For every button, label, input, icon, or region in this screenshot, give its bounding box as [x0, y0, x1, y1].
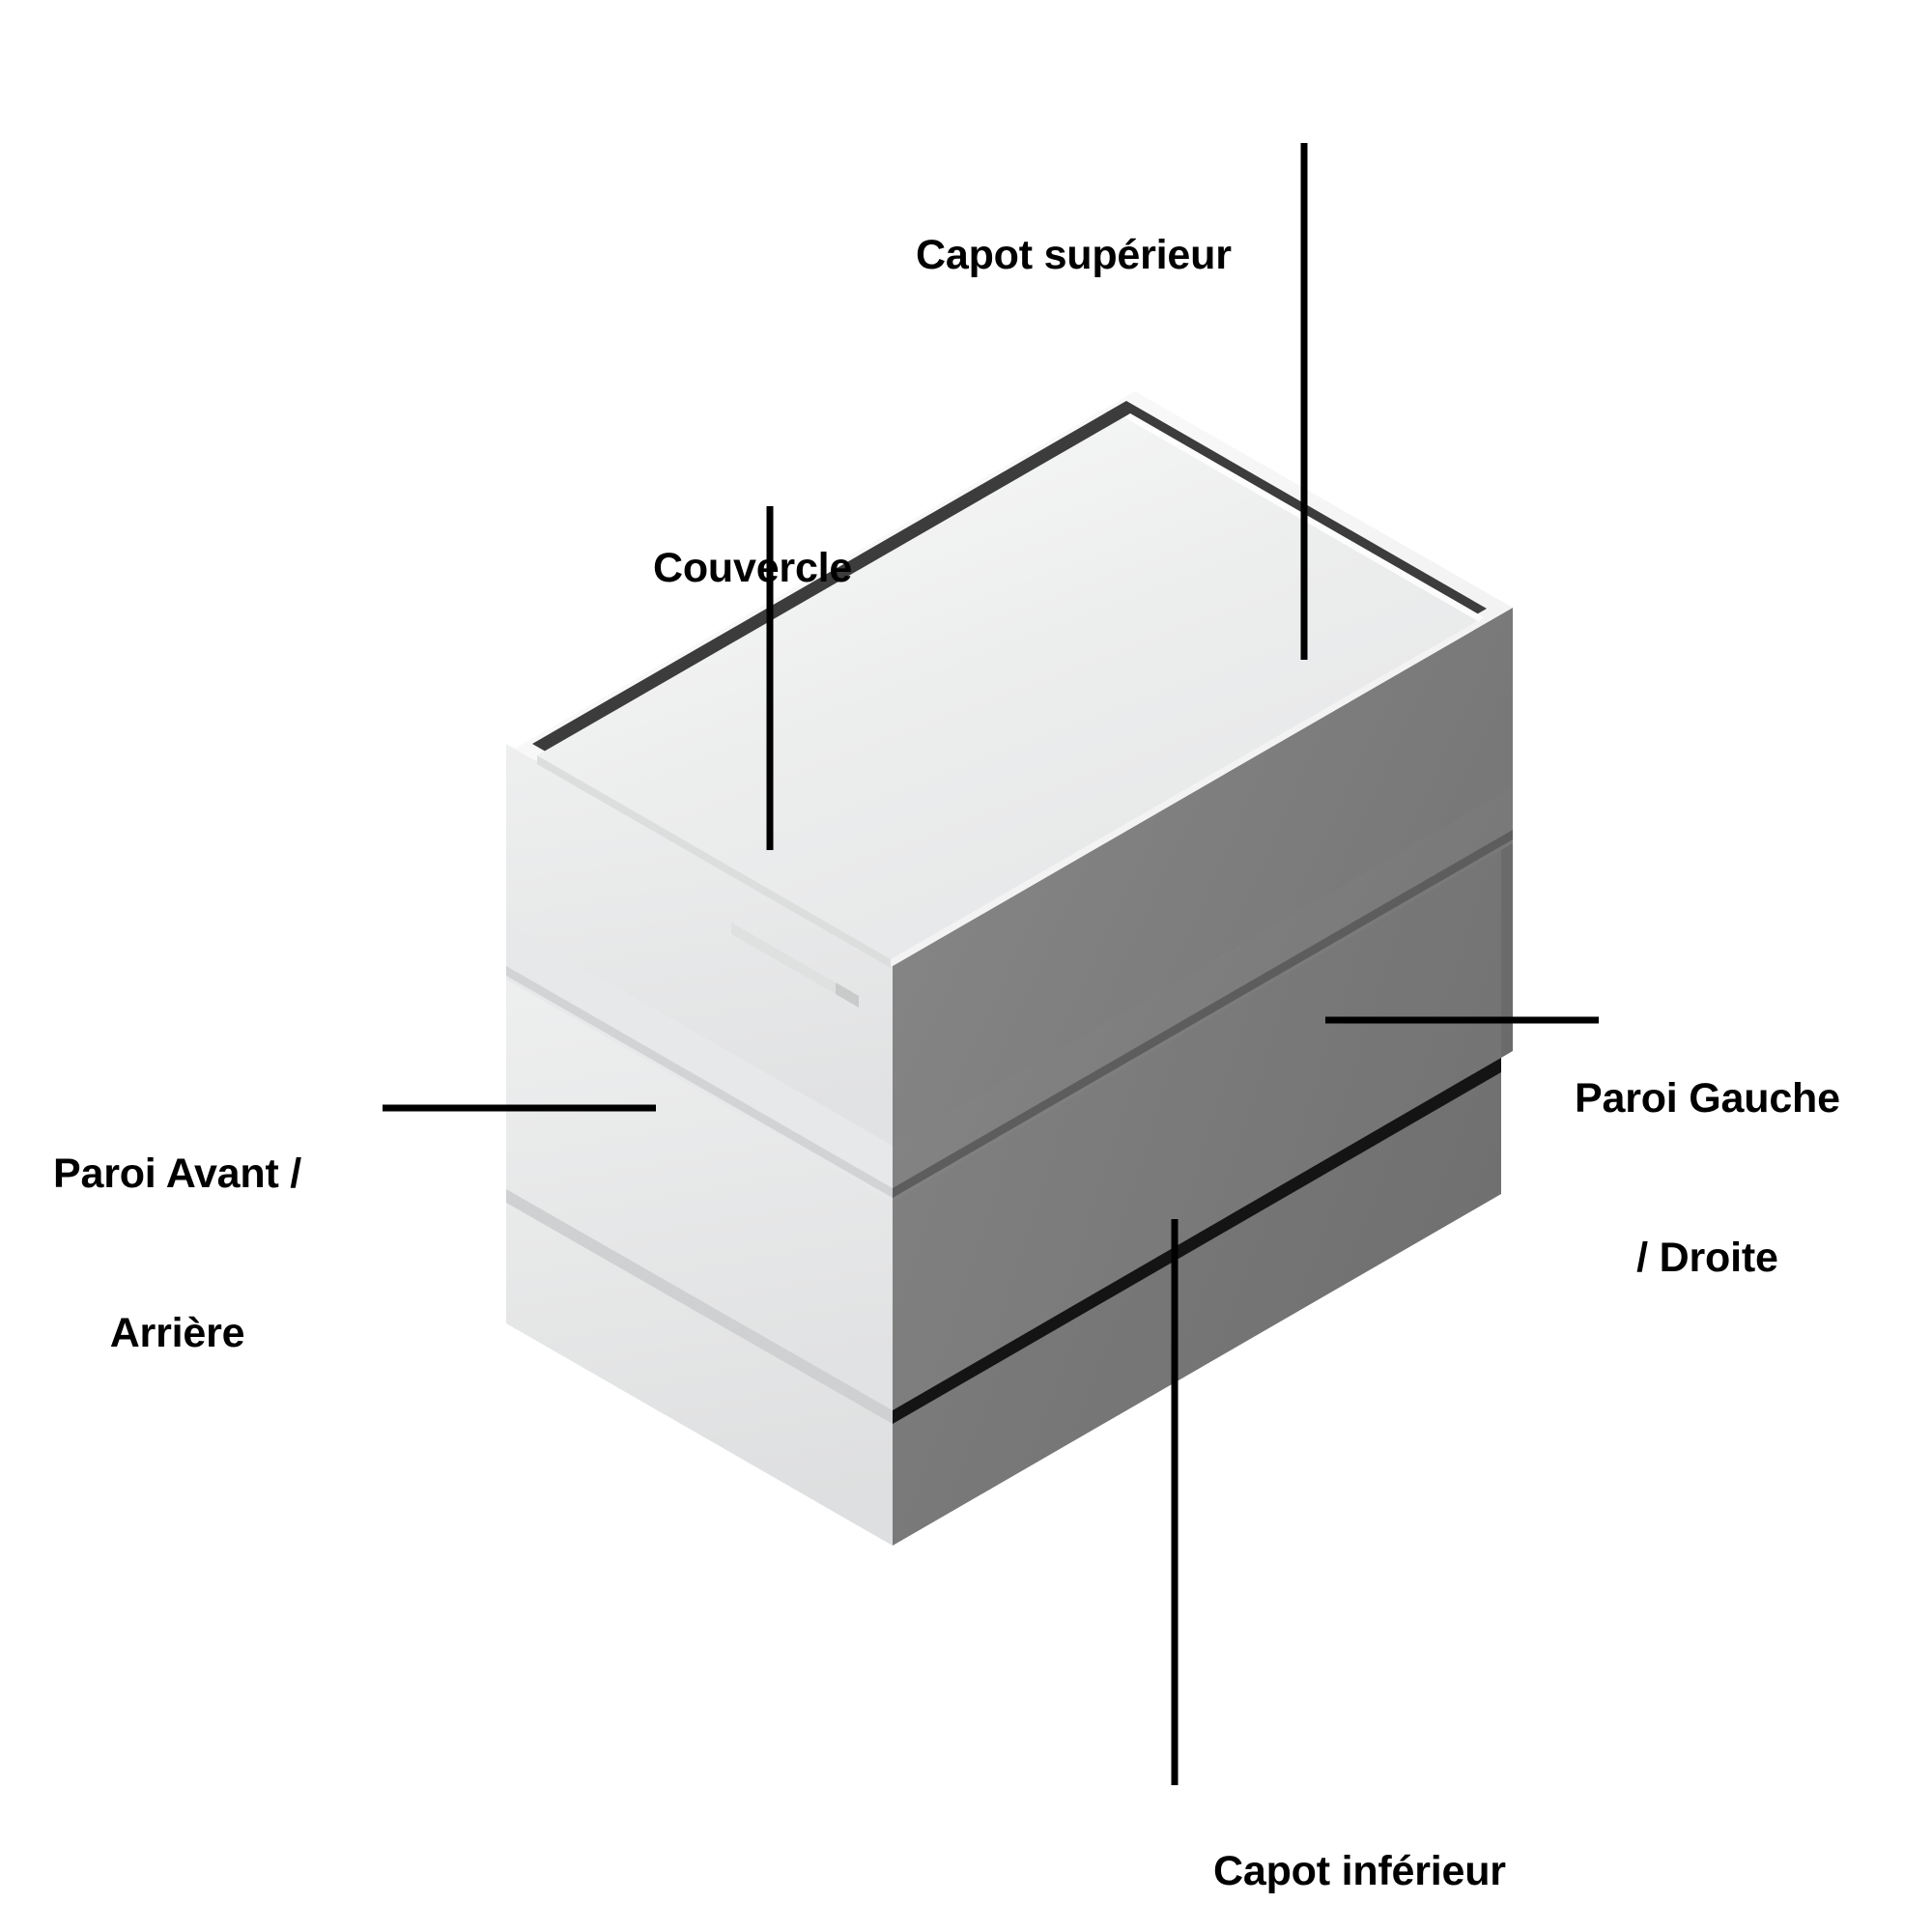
upper-body-group — [506, 781, 1513, 1202]
top-cover-lip-highlight — [506, 386, 1135, 749]
front-wall-left-face — [506, 970, 893, 1410]
bottom-cover-seam-right — [893, 1054, 1501, 1424]
bottom-cover-left-face — [506, 1201, 893, 1546]
callout-label-line: Capot inférieur — [1213, 1848, 1506, 1895]
wall-section-group — [506, 833, 1513, 1410]
upper-body-seam-right — [893, 830, 1513, 1198]
lid-panel — [537, 413, 1484, 959]
top-cover-right-face — [893, 608, 1513, 1146]
top-cover-left-face — [506, 744, 893, 1146]
bottom-cover-right-face — [893, 1070, 1501, 1546]
wall-step-right — [1501, 833, 1513, 1058]
leader-lines — [383, 143, 1599, 1785]
callout-label-line: / Droite — [1636, 1235, 1778, 1282]
upper-body-right-face — [893, 781, 1513, 1202]
callout-label-couvercle: Couvercle — [653, 436, 852, 701]
callout-label-line: Capot supérieur — [916, 232, 1232, 279]
lid-handle-end — [836, 982, 859, 1008]
lid-bevel-left — [537, 755, 891, 968]
callout-label-line: Couvercle — [653, 545, 853, 592]
lid-handle — [731, 923, 859, 1008]
callout-label-line: Paroi Gauche — [1575, 1075, 1840, 1122]
callout-label-line: Arrière — [109, 1310, 245, 1357]
callout-label-capot-inferieur: Capot inférieur — [1213, 1739, 1506, 1932]
callout-label-paroi-gauche-droite: Paroi Gauche / Droite — [1575, 966, 1840, 1391]
upper-body-seam-left — [506, 966, 893, 1198]
right-side-wall-face — [893, 839, 1501, 1410]
lid-handle-front — [731, 923, 859, 1008]
callout-label-line: Paroi Avant / — [53, 1151, 302, 1198]
callout-label-capot-superieur: Capot supérieur — [916, 123, 1232, 388]
bottom-cover-group — [506, 1054, 1501, 1546]
callout-label-paroi-avant-arriere: Paroi Avant / Arrière — [53, 1041, 301, 1466]
upper-body-left-face — [506, 918, 893, 1202]
